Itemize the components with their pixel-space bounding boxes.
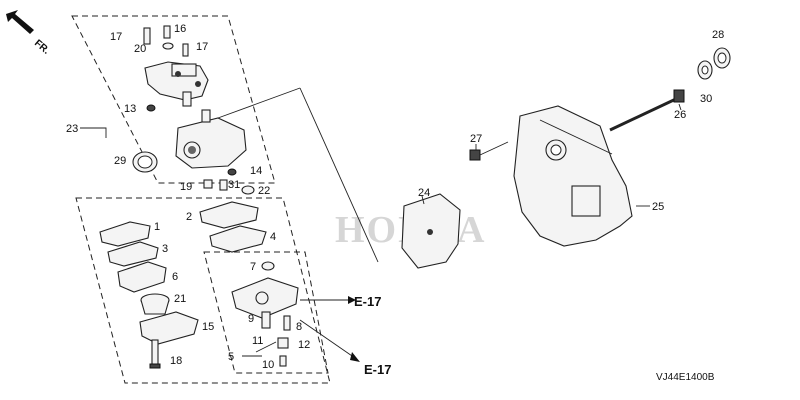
callout-24: 24 (418, 187, 430, 199)
plate-15 (139, 311, 199, 345)
e17-upper-arrow-icon (348, 296, 356, 304)
cup-21 (140, 293, 170, 315)
e17-lower-arrow-icon (350, 352, 360, 362)
callout-16: 16 (174, 23, 186, 35)
callout-8: 8 (296, 321, 302, 333)
diaphragm-3 (107, 241, 159, 267)
callout-28: 28 (712, 29, 724, 41)
pin-11 (255, 341, 277, 353)
cap-7 (261, 261, 275, 271)
callout-6: 6 (172, 271, 178, 283)
callout-17-upper: 17 (110, 31, 122, 43)
callout-31: 31 (228, 179, 240, 191)
callout-5: 5 (228, 351, 234, 363)
callout-7: 7 (250, 261, 256, 273)
gasket-1 (99, 221, 151, 247)
upper-carburetor-group-outline (71, 15, 276, 184)
callout-20: 20 (134, 43, 146, 55)
callout-14: 14 (250, 165, 262, 177)
screw-10 (279, 355, 287, 367)
needle-valve-8 (283, 315, 291, 331)
callout-11: 11 (252, 335, 263, 347)
callout-12: 12 (298, 339, 310, 351)
diagram-code: VJ44E1400B (656, 372, 715, 383)
front-direction-label: FR. (32, 38, 52, 57)
callout-23: 23 (66, 123, 78, 135)
leader-23 (80, 127, 107, 138)
callout-21: 21 (174, 293, 186, 305)
e17-lower-leader (299, 319, 356, 359)
ref-e17-upper: E-17 (354, 294, 381, 309)
mounting-bracket-25 (513, 105, 633, 247)
pump-gasket-4 (209, 225, 267, 253)
screw-18 (149, 339, 161, 369)
float-chamber-group-outline (203, 251, 329, 374)
spring-9 (261, 311, 271, 329)
screw-17-upper (143, 27, 151, 45)
long-bolt-26 (609, 89, 685, 132)
lever-12 (277, 337, 289, 349)
callout-17-lower: 17 (196, 41, 208, 53)
callout-19: 19 (180, 181, 192, 193)
callout-3: 3 (162, 243, 168, 255)
washer-28 (713, 47, 731, 69)
callout-18: 18 (170, 355, 182, 367)
pump-diaphragm-2 (199, 201, 259, 229)
callout-10: 10 (262, 359, 274, 371)
screw-17-lower (182, 43, 189, 57)
front-direction-arrow-icon (6, 10, 34, 34)
leader-bracket-top (217, 87, 301, 119)
callout-1: 1 (154, 221, 160, 233)
callout-4: 4 (270, 231, 276, 243)
bolt-27 (469, 141, 509, 161)
callout-9: 9 (248, 313, 254, 325)
seal-22 (241, 185, 255, 195)
callout-25: 25 (652, 201, 664, 213)
washer-20 (162, 42, 174, 50)
callout-22: 22 (258, 185, 270, 197)
callout-13: 13 (124, 103, 136, 115)
callout-30: 30 (700, 93, 712, 105)
carburetor-top-cover (144, 61, 209, 107)
callout-2: 2 (186, 211, 192, 223)
ref-e17-lower: E-17 (364, 362, 391, 377)
float-chamber-body (231, 277, 299, 319)
callout-26: 26 (674, 109, 686, 121)
leader-26 (678, 103, 682, 111)
callout-15: 15 (202, 321, 214, 333)
callout-29: 29 (114, 155, 126, 167)
callout-27: 27 (470, 133, 482, 145)
gasket-29 (132, 151, 158, 173)
orifice-14 (227, 168, 237, 176)
cover-6 (117, 261, 167, 293)
clip-13 (146, 104, 156, 112)
leader-24 (421, 195, 425, 205)
jet-31 (219, 179, 228, 191)
carburetor-body (175, 109, 247, 169)
leader-bracket-right (299, 87, 379, 263)
jet-19 (203, 179, 213, 189)
washer-30 (697, 60, 713, 80)
plate-24 (401, 193, 461, 269)
screw-16 (163, 25, 171, 39)
